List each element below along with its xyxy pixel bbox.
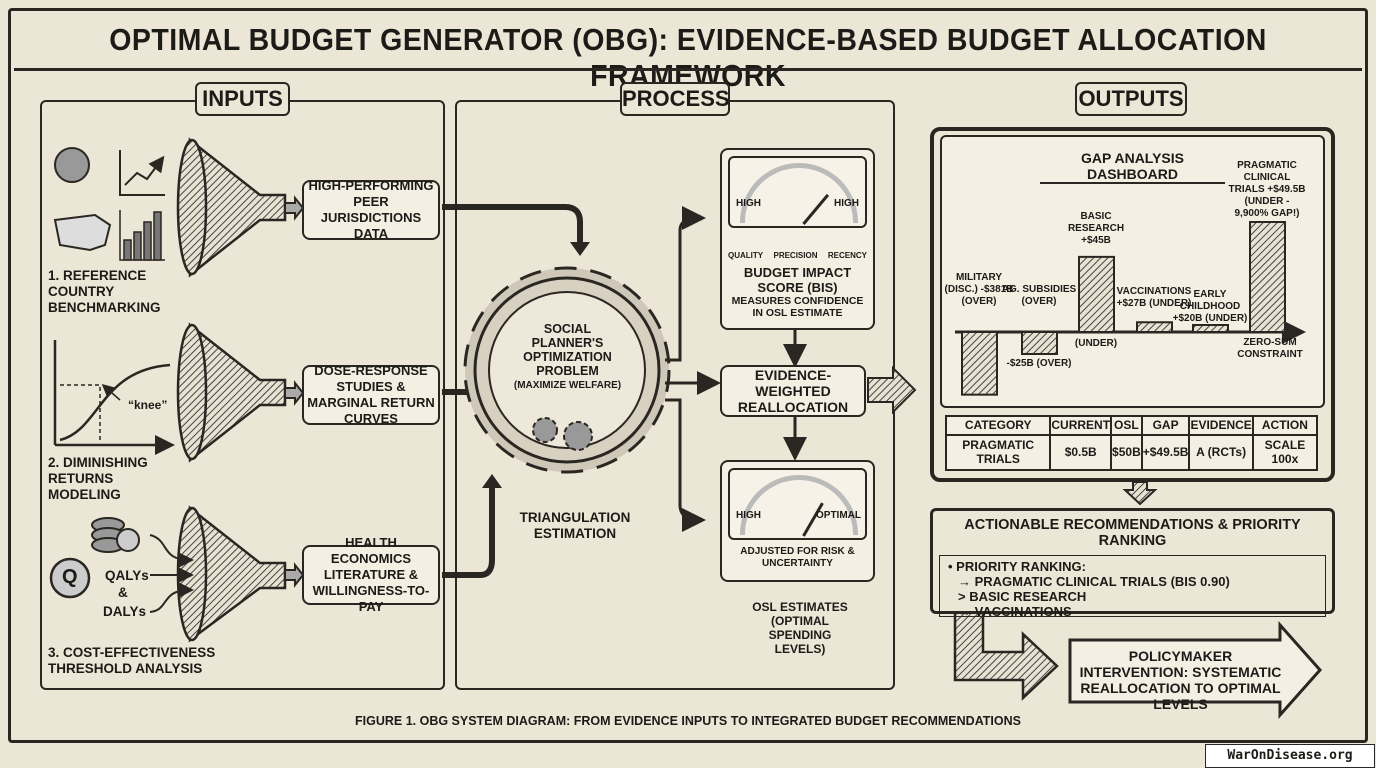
- bar-label: AG. SUBSIDIES (OVER): [1001, 284, 1077, 307]
- gauge-arc: [740, 163, 858, 223]
- priority-list: • PRIORITY RANKING: → PRAGMATIC CLINICAL…: [939, 555, 1326, 619]
- bar-label: EARLY CHILDHOOD +$20B (UNDER): [1172, 289, 1248, 324]
- bar-chart-icon: [119, 210, 165, 261]
- cell-osl: $50B: [1110, 433, 1143, 472]
- priority-item: → PRAGMATIC CLINICAL TRIALS (BIS 0.90): [958, 574, 1230, 589]
- gear-subtext: (MAXIMIZE WELFARE): [513, 380, 622, 391]
- gap-bar: [1136, 321, 1173, 333]
- input-label-cost-effectiveness: 3. COST-EFFECTIVENESS THRESHOLD ANALYSIS: [48, 645, 216, 676]
- input-label-diminishing: 2. DIMINISHING RETURNS MODELING: [48, 455, 148, 502]
- triangulation-label: TRIANGULATION ESTIMATION: [519, 510, 631, 541]
- osl-adjusted-label: ADJUSTED FOR RISK & UNCERTAINTY: [740, 546, 855, 569]
- bar-below-label: (UNDER): [1074, 338, 1118, 349]
- line-chart-icon: [119, 150, 165, 196]
- gap-chart: [955, 221, 1306, 396]
- gear-icon: [463, 266, 671, 474]
- input-label-benchmarking: 1. REFERENCE COUNTRY BENCHMARKING: [48, 268, 161, 315]
- header-gap: GAP: [1140, 415, 1191, 436]
- amp-label: &: [118, 585, 128, 600]
- osl-caption: OSL ESTIMATES (OPTIMAL SPENDING LEVELS): [752, 600, 848, 656]
- figure-caption: FIGURE 1. OBG SYSTEM DIAGRAM: FROM EVIDE…: [355, 714, 1021, 728]
- header-category: CATEGORY: [944, 415, 1052, 436]
- arrow-icon: [953, 610, 1059, 701]
- outputs-panel: [930, 127, 1335, 482]
- header-evidence: EVIDENCE: [1188, 415, 1254, 436]
- gap-bar: [961, 331, 998, 396]
- funnel-icon: [176, 137, 287, 643]
- gap-bar: [1078, 255, 1115, 333]
- gauge-arc: [740, 475, 858, 535]
- gap-bar: [1021, 331, 1058, 355]
- coins-icon: [91, 517, 140, 553]
- dalys-label: DALYs: [103, 604, 147, 619]
- priority-item: > BASIC RESEARCH: [958, 589, 1087, 604]
- diagram-frame: [8, 8, 1368, 743]
- arrow-icon: [1122, 481, 1158, 506]
- osl-meter: HIGH OPTIMAL ADJUSTED FOR RISK & UNCERTA…: [720, 460, 875, 582]
- bar-label: BASIC RESEARCH +$45B: [1067, 210, 1125, 246]
- outputs-header: OUTPUTS: [1075, 82, 1187, 116]
- cell-category: PRAGMATIC TRIALS: [944, 433, 1052, 472]
- bar-label: PRAGMATIC CLINICAL TRIALS +$49.5B (UNDER…: [1228, 160, 1306, 219]
- osl-gauge: HIGH OPTIMAL: [728, 468, 867, 540]
- dose-response-box: DOSE-RESPONSE STUDIES & MARGINAL RETURN …: [302, 363, 440, 426]
- header-action: ACTION: [1251, 415, 1319, 436]
- header-current: CURRENT: [1049, 415, 1113, 436]
- bis-subtitle: MEASURES CONFIDENCE IN OSL ESTIMATE: [731, 295, 864, 319]
- reallocation-box: EVIDENCE-WEIGHTED REALLOCATION: [720, 365, 866, 417]
- q-coin-letter: Q: [62, 566, 78, 588]
- dials-row: QUALITY PRECISION RECENCY: [728, 250, 867, 262]
- q-coin-icon: [49, 557, 91, 599]
- flow-arrow: [442, 204, 583, 578]
- globe-icon: [54, 147, 90, 183]
- bar-label: VACCINATIONS +$27B (UNDER): [1116, 286, 1192, 310]
- dashboard-title: GAP ANALYSIS DASHBOARD: [1040, 150, 1225, 184]
- quality-dial: QUALITY: [728, 251, 764, 260]
- flow-arrow: [665, 206, 807, 532]
- title-rule: [14, 68, 1362, 71]
- peer-jurisdictions-box: HIGH-PERFORMING PEER JURISDICTIONS DATA: [302, 178, 440, 241]
- cell-action: SCALE 100x: [1251, 433, 1319, 472]
- gear-text: SOCIAL PLANNER'S OPTIMIZATION PROBLEM: [523, 322, 612, 378]
- health-economics-box: HEALTH ECONOMICS LITERATURE & WILLINGNES…: [302, 535, 440, 614]
- knee-annotation: “knee”: [128, 398, 168, 412]
- priority-item: → VACCINATIONS: [958, 604, 1072, 619]
- gap-bar: [1249, 221, 1286, 333]
- axis-label: ZERO-SUM CONSTRAINT: [1237, 337, 1303, 360]
- gauge-low-label: HIGH: [736, 198, 761, 209]
- us-map-icon: [53, 213, 112, 252]
- bis-title: BUDGET IMPACT SCORE (BIS): [743, 265, 852, 295]
- recommendations-title: ACTIONABLE RECOMMENDATIONS & PRIORITY RA…: [964, 517, 1301, 549]
- recency-dial: RECENCY: [827, 251, 867, 260]
- cell-current: $0.5B: [1049, 433, 1113, 472]
- bar-below-label: -$25B (OVER): [1006, 358, 1072, 369]
- recommendations-box: ACTIONABLE RECOMMENDATIONS & PRIORITY RA…: [930, 508, 1335, 619]
- process-header: PROCESS: [620, 82, 730, 116]
- gauge-optimal-label: OPTIMAL: [816, 510, 861, 521]
- bis-gauge: HIGH HIGH: [728, 156, 867, 228]
- watermark: WarOnDisease.org: [1205, 744, 1375, 768]
- bar-label: MILITARY (DISC.) -$381B (OVER): [944, 272, 1014, 307]
- cell-gap: +$49.5B: [1140, 433, 1191, 472]
- gap-bar: [1192, 324, 1229, 333]
- arrow-icon: [149, 534, 194, 613]
- arrow-icon: [867, 365, 917, 415]
- arrow-icon: [284, 195, 305, 588]
- qalys-label: QALYs: [105, 568, 149, 583]
- gauge-low-label: HIGH: [736, 510, 761, 521]
- header-osl: OSL: [1110, 415, 1143, 436]
- bis-meter: HIGH HIGH QUALITY PRECISION RECENCY BUDG…: [720, 148, 875, 330]
- gauge-high-label: HIGH: [834, 198, 859, 209]
- diminishing-returns-curve: [53, 340, 170, 445]
- precision-dial: PRECISION: [773, 251, 818, 260]
- cell-evidence: A (RCTs): [1188, 433, 1254, 472]
- policymaker-text: POLICYMAKER INTERVENTION: SYSTEMATIC REA…: [1079, 648, 1282, 712]
- inputs-header: INPUTS: [195, 82, 290, 116]
- priority-heading: • PRIORITY RANKING:: [948, 559, 1086, 574]
- policymaker-arrow: [1068, 621, 1323, 719]
